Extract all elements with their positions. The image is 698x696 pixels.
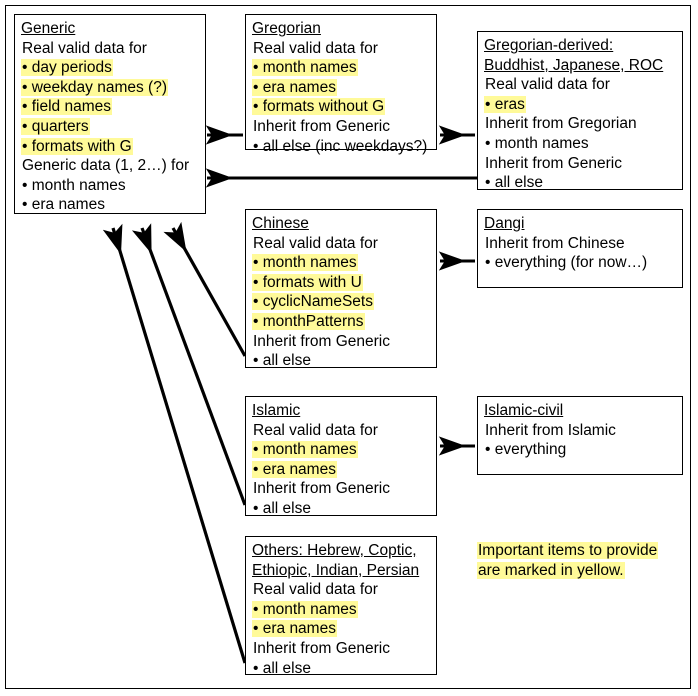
node-others-line-5: Inherit from Generic bbox=[253, 639, 390, 657]
node-chinese-title: Chinese bbox=[252, 215, 309, 232]
node-gregorian-line-3: • era names bbox=[252, 78, 337, 96]
node-gregorian-derived-line-2: Real valid data for bbox=[485, 76, 610, 94]
node-islamic[interactable]: Islamic Real valid data for • month name… bbox=[245, 396, 437, 517]
node-islamic-line-5: • all else bbox=[253, 499, 311, 517]
node-chinese-line-4: • cyclicNameSets bbox=[252, 293, 374, 311]
legend-note-line-1: are marked in yellow. bbox=[477, 561, 625, 579]
node-generic-line-6: • formats with G bbox=[21, 137, 133, 155]
node-generic-line-4: • field names bbox=[21, 98, 112, 116]
node-dangi[interactable]: Dangi Inherit from Chinese • everything … bbox=[477, 209, 683, 288]
legend-note-line-0: Important items to provide bbox=[477, 542, 659, 559]
node-others-line-2: Real valid data for bbox=[253, 581, 378, 599]
node-generic-title: Generic bbox=[21, 20, 76, 37]
node-islamic-title: Islamic bbox=[252, 402, 301, 419]
node-gregorian-derived[interactable]: Gregorian-derived: Buddhist, Japanese, R… bbox=[477, 31, 683, 192]
node-gregorian-derived-line-6: Inherit from Generic bbox=[485, 154, 622, 172]
diagram-outer-frame bbox=[5, 5, 691, 689]
node-others-line-6: • all else bbox=[253, 659, 311, 677]
node-others-subtitle: Ethiopic, Indian, Persian bbox=[252, 561, 420, 579]
node-others-title: Others: Hebrew, Coptic, bbox=[252, 542, 417, 559]
node-islamic-line-3: • era names bbox=[252, 460, 337, 478]
node-dangi-title: Dangi bbox=[484, 215, 525, 232]
node-islamic-civil-line-1: Inherit from Islamic bbox=[485, 421, 616, 439]
legend-note: Important items to provide are marked in… bbox=[477, 541, 659, 580]
node-gregorian-line-6: • all else (inc weekdays?) bbox=[253, 137, 428, 155]
node-generic-line-5: • quarters bbox=[21, 117, 90, 135]
node-generic[interactable]: Generic Real valid data for • day period… bbox=[14, 14, 206, 214]
node-chinese-line-6: Inherit from Generic bbox=[253, 332, 390, 350]
node-islamic-civil-title: Islamic-civil bbox=[484, 402, 564, 419]
node-dangi-line-2: • everything (for now…) bbox=[485, 254, 648, 272]
node-gregorian-derived-title: Gregorian-derived: bbox=[484, 37, 614, 54]
node-gregorian-derived-line-3: • eras bbox=[484, 95, 526, 113]
node-chinese-line-5: • monthPatterns bbox=[252, 312, 365, 330]
node-generic-line-9: • era names bbox=[22, 196, 105, 214]
node-islamic-line-1: Real valid data for bbox=[253, 421, 378, 439]
node-generic-line-2: • day periods bbox=[21, 59, 113, 77]
node-islamic-civil[interactable]: Islamic-civil Inherit from Islamic • eve… bbox=[477, 396, 683, 475]
node-gregorian-derived-line-4: Inherit from Gregorian bbox=[485, 115, 637, 133]
node-dangi-line-1: Inherit from Chinese bbox=[485, 234, 625, 252]
node-chinese-line-3: • formats with U bbox=[252, 273, 363, 291]
node-chinese-line-1: Real valid data for bbox=[253, 234, 378, 252]
node-generic-line-3: • weekday names (?) bbox=[21, 78, 168, 96]
node-gregorian[interactable]: Gregorian Real valid data for • month na… bbox=[245, 14, 437, 155]
node-others-line-4: • era names bbox=[252, 620, 337, 638]
node-islamic-civil-line-2: • everything bbox=[485, 441, 567, 459]
node-islamic-line-2: • month names bbox=[252, 441, 358, 459]
node-gregorian-title: Gregorian bbox=[252, 20, 321, 37]
node-chinese-line-2: • month names bbox=[252, 254, 358, 272]
node-generic-line-7: Generic data (1, 2…) for bbox=[22, 157, 190, 175]
node-others-line-3: • month names bbox=[252, 600, 358, 618]
node-gregorian-line-2: • month names bbox=[252, 59, 358, 77]
node-generic-line-8: • month names bbox=[22, 176, 126, 194]
node-generic-line-1: Real valid data for bbox=[22, 39, 147, 57]
node-chinese[interactable]: Chinese Real valid data for • month name… bbox=[245, 209, 437, 370]
node-others[interactable]: Others: Hebrew, Coptic, Ethiopic, Indian… bbox=[245, 536, 437, 677]
node-chinese-line-7: • all else bbox=[253, 352, 311, 370]
node-gregorian-line-5: Inherit from Generic bbox=[253, 117, 390, 135]
node-islamic-line-4: Inherit from Generic bbox=[253, 480, 390, 498]
node-gregorian-line-4: • formats without G bbox=[252, 98, 386, 116]
node-gregorian-derived-line-5: • month names bbox=[485, 134, 589, 152]
node-gregorian-derived-line-7: • all else bbox=[485, 174, 543, 192]
node-gregorian-line-1: Real valid data for bbox=[253, 39, 378, 57]
node-gregorian-derived-subtitle: Buddhist, Japanese, ROC bbox=[484, 56, 664, 74]
